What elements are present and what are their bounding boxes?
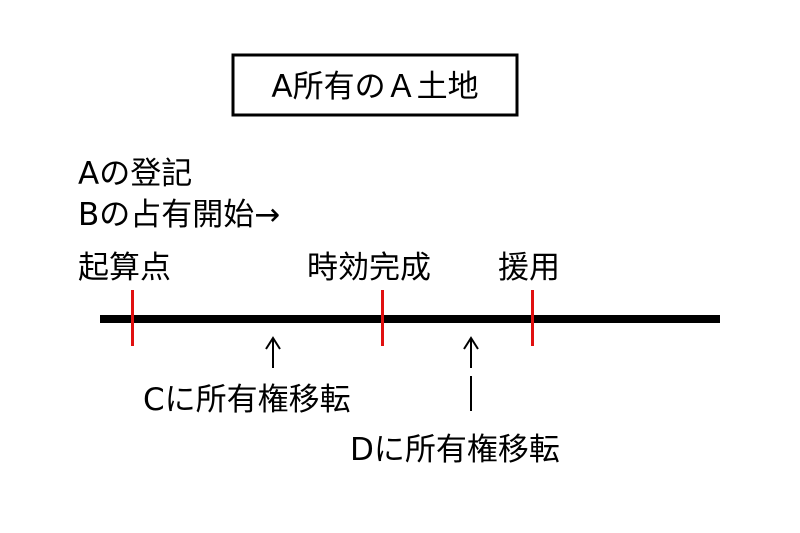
marker-starting-point [131,290,134,346]
label-transfer-d: Dに所有権移転 [350,432,560,468]
label-a-registration: Aの登記 [78,156,192,192]
label-starting-point: 起算点 [78,250,171,286]
arrow-d [463,336,479,411]
label-invocation: 援用 [498,250,560,286]
label-prescription-complete: 時効完成 [307,250,431,286]
title-box [231,53,519,117]
marker-invocation [531,290,534,346]
label-b-possession-start: Bの占有開始→ [78,197,280,233]
timeline-line [100,315,720,323]
title: A所有のＡ土地 [271,69,478,105]
marker-prescription-complete [381,290,384,346]
arrow-c [265,336,281,368]
label-transfer-c: Cに所有権移転 [143,382,351,418]
